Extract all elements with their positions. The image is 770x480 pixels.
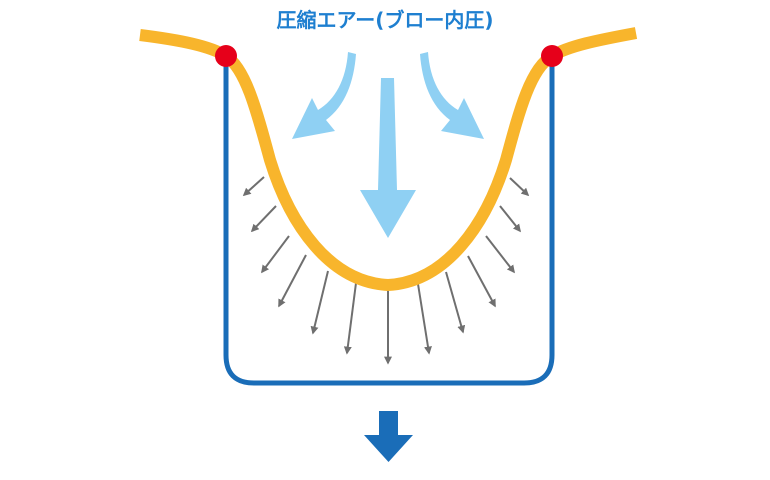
mold-cavity <box>223 56 555 386</box>
small-arrow-icon <box>250 205 277 233</box>
small-arrow-icon <box>417 283 432 355</box>
curved-arrow-icon <box>420 52 484 139</box>
pressure-arrows <box>242 176 530 365</box>
small-arrow-icon <box>445 271 466 334</box>
air-flow-arrows <box>292 52 484 238</box>
small-arrow-icon <box>467 255 496 308</box>
clamp-point-left <box>215 45 237 67</box>
small-arrow-icon <box>509 177 530 197</box>
small-arrow-icon <box>278 254 307 308</box>
small-arrow-icon <box>499 205 521 233</box>
small-arrow-icon <box>310 270 329 335</box>
down-air-arrow-icon <box>360 78 416 238</box>
small-arrow-icon <box>485 235 515 274</box>
down-arrow-icon <box>364 411 413 462</box>
diagram-title: 圧縮エアー(ブロー内圧) <box>276 8 493 32</box>
small-arrow-icon <box>343 282 357 355</box>
small-arrow-icon <box>261 235 290 274</box>
small-arrow-icon <box>242 176 265 197</box>
clamp-point-right <box>541 45 563 67</box>
curved-arrow-icon <box>292 52 356 139</box>
